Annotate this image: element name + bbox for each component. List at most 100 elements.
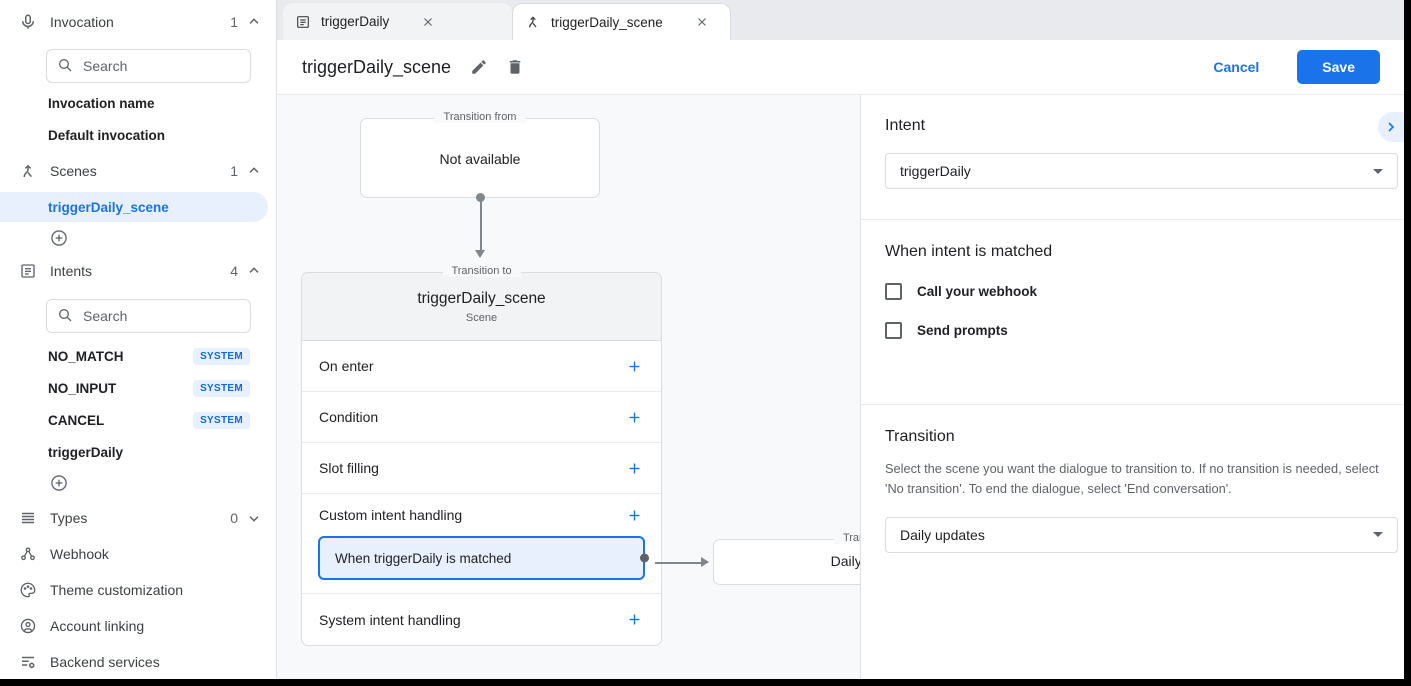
scene-card-subtitle: Scene <box>465 312 498 324</box>
chevron-down-icon[interactable] <box>246 509 264 527</box>
add-icon[interactable] <box>626 408 644 426</box>
delete-trash-icon[interactable] <box>505 57 525 77</box>
add-icon[interactable] <box>626 506 644 524</box>
tab-bar: triggerDaily triggerDaily_scene <box>277 0 1404 40</box>
collapse-panel-button[interactable] <box>1378 112 1404 142</box>
sidebar-item-no-match[interactable]: NO_MATCH SYSTEM <box>0 345 276 367</box>
row-label: Slot filling <box>319 460 379 476</box>
sidebar-item-label: Webhook <box>50 546 109 562</box>
row-condition[interactable]: Condition <box>302 392 661 443</box>
sidebar-item-triggerdaily[interactable]: triggerDaily <box>0 441 276 463</box>
row-on-enter[interactable]: On enter <box>302 341 661 392</box>
when-matched-section: When intent is matched Call your webhook… <box>861 220 1404 405</box>
plus-circle-icon <box>49 228 69 251</box>
scene-merge-icon <box>525 14 542 31</box>
send-prompts-checkbox[interactable] <box>885 322 902 339</box>
sidebar-item-label: Theme customization <box>50 582 184 598</box>
close-icon[interactable] <box>694 14 710 30</box>
main-area: triggerDaily triggerDaily_scene triggerD… <box>277 0 1404 679</box>
checkbox-label: Call your webhook <box>917 284 1038 299</box>
chevron-up-icon[interactable] <box>246 162 264 180</box>
intent-label: triggerDaily <box>48 444 124 460</box>
intent-handler-selected[interactable]: When triggerDaily is matched <box>318 536 649 580</box>
invocation-count: 1 <box>230 14 238 30</box>
sidebar-item-label: Invocation <box>50 14 114 30</box>
scene-merge-icon <box>18 161 38 181</box>
intents-search[interactable] <box>46 299 251 333</box>
row-slot-filling[interactable]: Slot filling <box>302 443 661 494</box>
sidebar-item-triggerdaily-scene[interactable]: triggerDaily_scene <box>0 192 268 222</box>
scene-card-header: triggerDaily_scene Scene <box>302 273 661 341</box>
row-label: On enter <box>319 358 374 374</box>
add-icon[interactable] <box>626 611 644 629</box>
transition-select[interactable]: Daily updates <box>885 516 1398 553</box>
intent-select-value: triggerDaily <box>900 163 971 179</box>
next-scene-box[interactable]: Transition to Daily updates <box>713 532 860 585</box>
arrow-right-icon <box>701 557 709 567</box>
content-area: Transition from Not available Transition… <box>277 95 1404 679</box>
search-input[interactable] <box>83 308 213 324</box>
add-scene-button[interactable] <box>0 228 276 250</box>
webhook-icon <box>18 544 38 564</box>
add-icon[interactable] <box>626 357 644 375</box>
sidebar-item-intents[interactable]: Intents 4 <box>0 259 276 283</box>
call-webhook-checkbox[interactable] <box>885 283 902 300</box>
account-circle-icon <box>18 616 38 636</box>
intent-label: NO_MATCH <box>48 348 124 364</box>
prompts-check-row: Send prompts <box>885 322 1380 339</box>
sidebar-item-label: Account linking <box>50 618 145 634</box>
webhook-check-row: Call your webhook <box>885 283 1380 300</box>
when-matched-heading: When intent is matched <box>885 243 1053 260</box>
connector-line <box>655 562 702 564</box>
sidebar-item-types[interactable]: Types 0 <box>0 506 276 530</box>
sidebar-item-label: Intents <box>50 263 93 279</box>
edit-pencil-icon[interactable] <box>469 57 489 77</box>
transition-from-legend: Transition from <box>434 111 526 123</box>
tab-triggerdaily-scene[interactable]: triggerDaily_scene <box>512 3 731 40</box>
intent-select[interactable]: triggerDaily <box>885 153 1398 189</box>
transition-from-box[interactable]: Transition from Not available <box>360 111 600 198</box>
chevron-up-icon[interactable] <box>246 13 264 31</box>
cancel-button[interactable]: Cancel <box>1213 59 1260 75</box>
sidebar-item-webhook[interactable]: Webhook <box>0 542 276 566</box>
invocation-search[interactable] <box>46 49 251 83</box>
transition-heading: Transition <box>885 428 955 445</box>
transition-to-box[interactable]: Transition to triggerDaily_scene Scene O… <box>301 265 662 646</box>
scene-flow-canvas[interactable]: Transition from Not available Transition… <box>277 95 860 679</box>
sidebar-item-label: Types <box>50 510 88 526</box>
chevron-up-icon[interactable] <box>246 262 264 280</box>
row-system-intent-handling[interactable]: System intent handling <box>302 594 661 645</box>
sidebar-item-invocation-name[interactable]: Invocation name <box>48 96 155 111</box>
sidebar-item-account-linking[interactable]: Account linking <box>0 614 276 638</box>
sidebar-item-label: Backend services <box>50 654 160 670</box>
transition-from-value: Not available <box>439 151 521 167</box>
tab-triggerdaily[interactable]: triggerDaily <box>283 3 512 40</box>
scene-card-title: triggerDaily_scene <box>417 290 546 307</box>
custom-intent-handling-header[interactable]: Custom intent handling <box>302 494 661 536</box>
sidebar-item-backend-services[interactable]: Backend services <box>0 650 276 674</box>
add-icon[interactable] <box>626 459 644 477</box>
add-intent-button[interactable] <box>0 473 276 495</box>
microphone-icon <box>18 12 38 32</box>
sidebar-item-scenes[interactable]: Scenes 1 <box>0 159 276 183</box>
next-scene-legend: Transition to <box>833 532 860 544</box>
types-lines-icon <box>18 508 38 528</box>
close-icon[interactable] <box>420 14 436 30</box>
sidebar-item-invocation[interactable]: Invocation 1 <box>0 10 276 34</box>
dropdown-caret-icon <box>1373 168 1383 174</box>
types-count: 0 <box>230 510 238 526</box>
sidebar-item-theme-customization[interactable]: Theme customization <box>0 578 276 602</box>
search-icon <box>57 57 83 76</box>
transition-description: Select the scene you want the dialogue t… <box>885 461 1379 496</box>
intent-editor-panel: Intent triggerDaily When intent is match… <box>860 95 1404 679</box>
intent-heading: Intent <box>885 117 926 134</box>
sidebar-item-no-input[interactable]: NO_INPUT SYSTEM <box>0 377 276 399</box>
sidebar-item-label: Scenes <box>50 163 97 179</box>
system-badge: SYSTEM <box>193 347 250 365</box>
sidebar-item-cancel[interactable]: CANCEL SYSTEM <box>0 409 276 431</box>
save-button[interactable]: Save <box>1297 50 1380 84</box>
sidebar-item-default-invocation[interactable]: Default invocation <box>48 128 166 143</box>
row-custom-intent-handling: Custom intent handling When triggerDaily… <box>302 494 661 594</box>
backend-services-icon <box>18 652 38 672</box>
search-input[interactable] <box>83 58 213 74</box>
